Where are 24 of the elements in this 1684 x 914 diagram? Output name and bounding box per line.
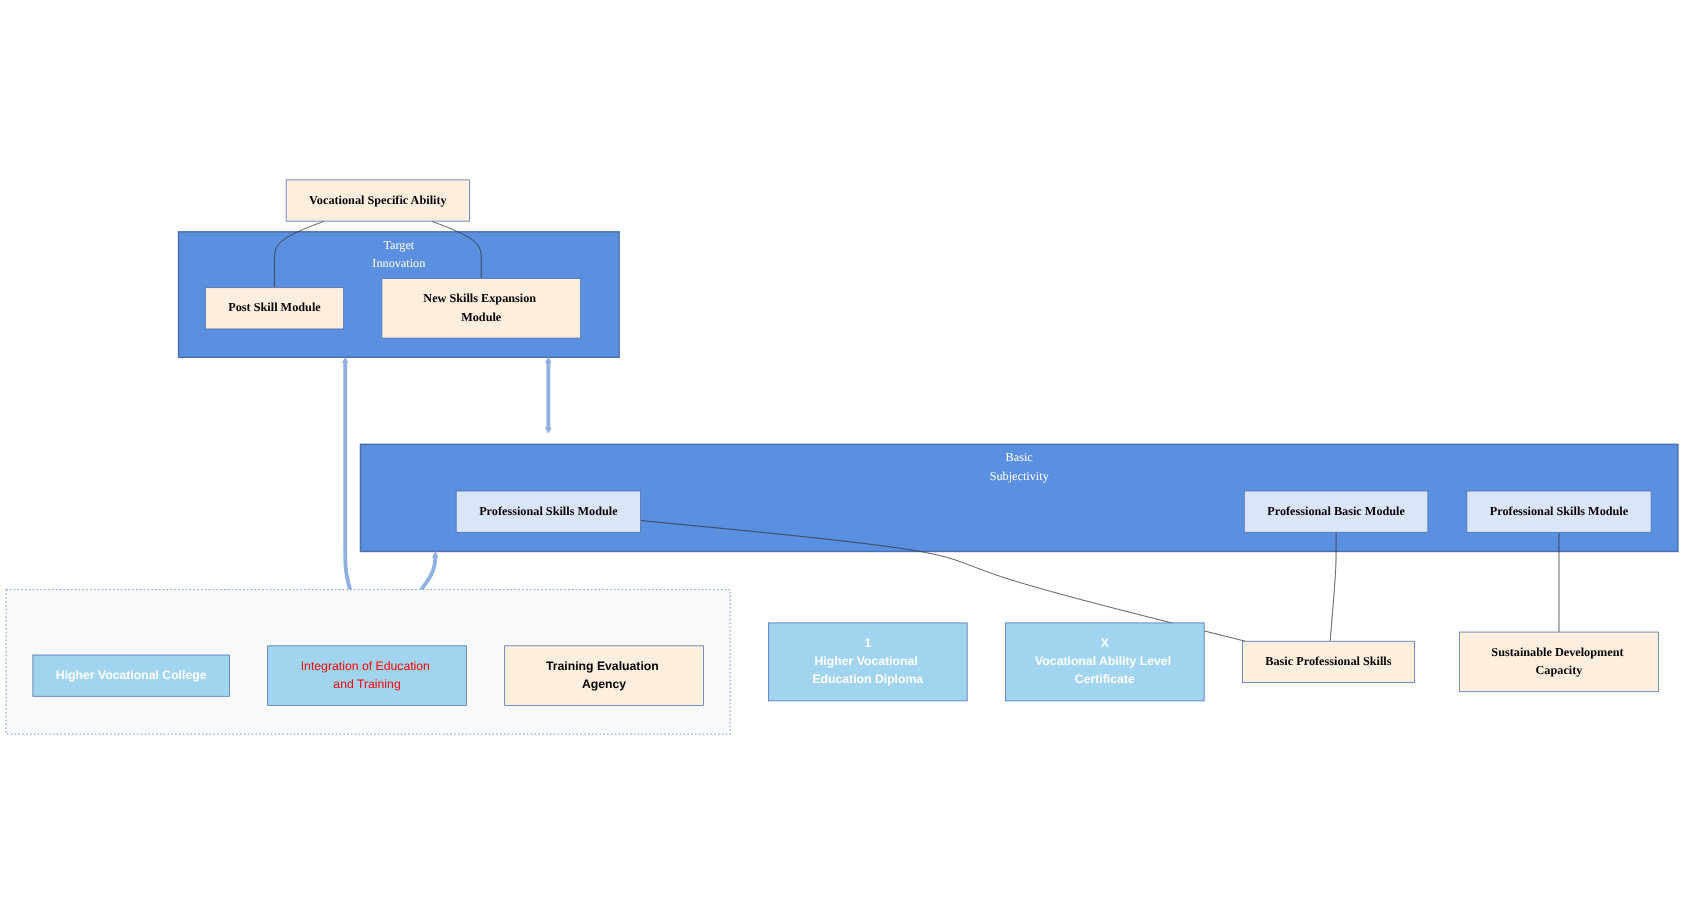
- connector: [640, 520, 1246, 642]
- node-box: [455, 490, 641, 533]
- node-box: [1466, 490, 1652, 533]
- connector: [1558, 531, 1560, 633]
- node-box: [504, 645, 704, 706]
- node-box: [285, 179, 470, 222]
- connector: [431, 220, 482, 279]
- cluster: [177, 231, 620, 358]
- arrow: [419, 551, 439, 591]
- arrow: [545, 356, 552, 434]
- connector: [274, 220, 325, 289]
- arrow: [341, 356, 352, 591]
- node-box: [204, 287, 344, 330]
- node-box: [1459, 631, 1659, 693]
- connector: [1329, 531, 1337, 642]
- node-box: [1005, 622, 1205, 702]
- node-box: [32, 654, 230, 697]
- cluster: [5, 589, 731, 735]
- node-box: [1243, 490, 1429, 533]
- node-box: [381, 278, 581, 339]
- cluster: [359, 443, 1679, 553]
- node-box: [768, 622, 968, 702]
- node-box: [1242, 640, 1415, 683]
- node-box: [267, 645, 467, 706]
